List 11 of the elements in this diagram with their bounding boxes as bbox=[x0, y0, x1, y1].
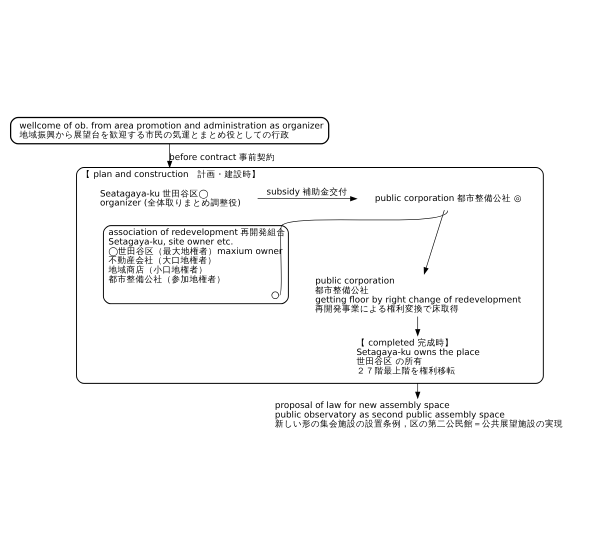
arrow bbox=[257, 196, 358, 201]
node-text: proposal of law for new assembly space public observatory as second public assembly space 新しい形の集会施設の設置条例，区の第二公民館＝公共展望施設の実現 bbox=[274, 400, 563, 430]
node-circle bbox=[272, 291, 279, 299]
node-box: wellcome of ob. from area promotion and administration as organizer 地域振興から展望台を歓迎する市民の気運とまとめ役としての行政 bbox=[10, 116, 330, 144]
node-text: Seatagaya-ku 世田谷区◯ organizer (全体取りまとめ調整役) bbox=[100, 188, 241, 208]
node-text: public corporation 都市整備公社 ◎ bbox=[374, 194, 522, 204]
edge-label: subsidy 補助金交付 bbox=[266, 186, 348, 197]
arrow bbox=[424, 209, 445, 274]
node-text: 【 completed 完成時】 Setagaya-ku owns the place 世田谷区 の所有 ２７階最上階を権利移転 bbox=[356, 338, 480, 376]
arrow bbox=[415, 316, 420, 336]
node-text: public corporation 都市整備公社 getting floor by right change of redevelopment 再開発事業による権利変換で床取得 bbox=[315, 276, 522, 314]
